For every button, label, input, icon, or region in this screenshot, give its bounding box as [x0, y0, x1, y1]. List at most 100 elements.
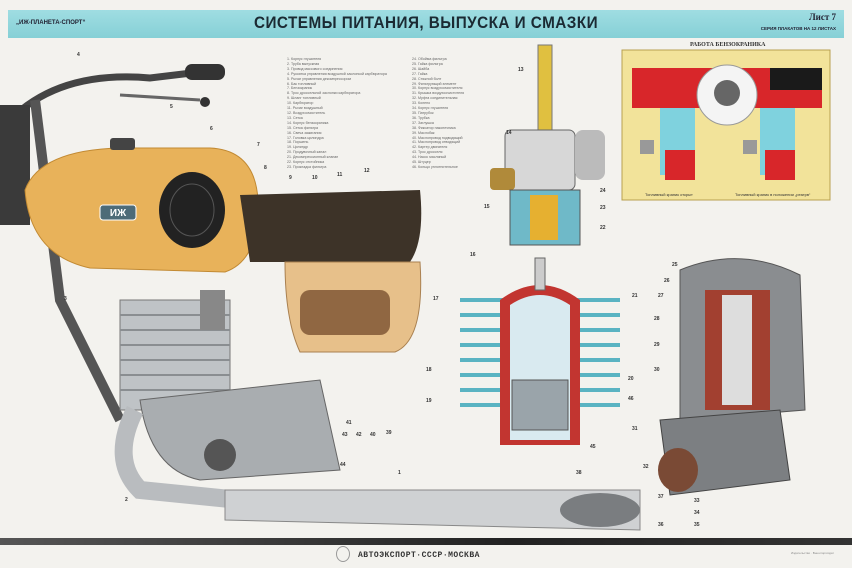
headlight [0, 105, 30, 225]
legend-item: 41. Маслопровод отводящий [412, 140, 461, 145]
callout: 40 [370, 432, 376, 438]
legend-item: 26. Шайба [412, 66, 430, 71]
publisher-logo-icon [336, 546, 350, 562]
callout: 26 [664, 278, 670, 284]
exhaust [114, 405, 641, 531]
callout: 6 [210, 126, 213, 132]
model-name: „ИЖ-ПЛАНЕТА-СПОРТ“ [16, 20, 86, 26]
legend-item: 33. Колено [412, 101, 431, 106]
legend-item: 32. Муфта соединительная [412, 96, 458, 101]
callout: 7 [257, 142, 260, 148]
legend-item: 5. Рычаг управления декомпрессором [287, 76, 351, 81]
callout: 34 [694, 510, 700, 516]
legend-item: 36. Трубка [412, 115, 430, 120]
callout: 36 [658, 522, 664, 528]
callout: 20 [628, 376, 634, 382]
caption-reserve: Топливный краник в положении „резерв“ [735, 192, 811, 197]
bottom-bar [0, 538, 852, 545]
legend-item: 9. Шланг топливный [287, 96, 321, 101]
legend-item: 42. Картер двигателя [412, 145, 448, 150]
legend-item: 39. Маслобак [412, 130, 435, 135]
callout: 42 [356, 432, 362, 438]
legend-item: 30. Корпус воздухоочистителя [412, 86, 463, 91]
callout: 30 [654, 367, 660, 373]
grip [185, 64, 225, 80]
tank-badge: ИЖ [110, 208, 127, 219]
sheet-number: Лист 7 [808, 12, 836, 22]
legend-item: 2. Труба выпускная [287, 61, 320, 66]
callout: 33 [694, 498, 700, 504]
callout: 12 [364, 168, 370, 174]
callout: 8 [264, 165, 267, 171]
publisher: АВТОЭКСПОРТ·СССР·МОСКВА [358, 551, 480, 560]
legend-item: 22. Корпус отстойника [287, 160, 325, 165]
seat [240, 190, 422, 262]
caption-open: Топливный краник открыт [645, 192, 693, 197]
callout: 39 [386, 430, 392, 436]
legend-item: 12. Воздухоочиститель [287, 110, 326, 115]
legend-item: 35. Патрубок [412, 110, 434, 115]
callout: 43 [342, 432, 348, 438]
callout: 29 [654, 342, 660, 348]
callout: 13 [518, 67, 524, 73]
legend-item: 10. Карбюратор [287, 101, 314, 106]
callout: 18 [426, 367, 432, 373]
callout: 44 [340, 462, 346, 468]
legend-item: 46. Кольцо уплотнительное [412, 164, 458, 169]
callout: 15 [484, 204, 490, 210]
legend-item: 6. Бак топливный [287, 81, 317, 86]
legend-item: 4. Рукоятка управления воздушной заслонк… [287, 71, 387, 76]
fuel-tap-panel [621, 49, 831, 201]
callout: 38 [576, 470, 582, 476]
spark-plug [534, 257, 546, 291]
callout: 35 [694, 522, 700, 528]
legend-item: 34. Корпус глушителя [412, 106, 449, 111]
callout: 9 [289, 175, 292, 181]
legend-item: 21. Декомпрессионный клапан [287, 155, 339, 160]
callout: 4 [77, 52, 80, 58]
legend-item: 43. Трос дросселя [412, 150, 443, 155]
callout: 27 [658, 293, 664, 299]
legend-item: 27. Гайка [412, 71, 428, 76]
handlebar [0, 64, 225, 423]
series-note: СЕРИЯ ПЛАКАТОВ НА 12 ЛИСТАХ [760, 26, 836, 31]
cylinder-section [460, 257, 620, 445]
callout: 10 [312, 175, 318, 181]
imprint: Издательство · Внешторгиздат [790, 551, 834, 555]
callout: 16 [470, 252, 476, 258]
air-filter [658, 258, 806, 496]
legend-item: 24. Обойма фильтра [412, 57, 447, 61]
callout: 31 [632, 426, 638, 432]
callout: 22 [600, 225, 606, 231]
callout: 24 [600, 188, 606, 194]
legend-item: 11. Рычаг воздушный [287, 106, 323, 111]
legend-item: 18. Поршень [287, 140, 309, 145]
legend-item: 7. Бензокраник [287, 86, 313, 91]
callout: 23 [600, 205, 606, 211]
callout: 21 [632, 293, 638, 299]
callout: 17 [433, 296, 439, 302]
callout: 46 [628, 396, 634, 402]
poster-title: СИСТЕМЫ ПИТАНИЯ, ВЫПУСКА И СМАЗКИ [253, 13, 599, 32]
callout: 1 [398, 470, 401, 476]
callout: 11 [337, 172, 343, 178]
legend-item: 29. Фильтрующий элемент [412, 81, 457, 86]
legend-item: 44. Насос масляный [412, 155, 447, 160]
callout: 45 [590, 444, 596, 450]
title-banner: „ИЖ-ПЛАНЕТА-СПОРТ“ СИСТЕМЫ ПИТАНИЯ, ВЫПУ… [8, 10, 844, 38]
legend-item: 15. Сетка фильтра [287, 125, 319, 130]
legend-item: 14. Корпус бензокраника [287, 120, 329, 125]
callout: 25 [672, 262, 678, 268]
callout: 41 [346, 420, 352, 426]
callout: 37 [658, 494, 664, 500]
legend-item: 16. Свеча зажигания [287, 130, 322, 135]
legend-item: 19. Цилиндр [287, 145, 308, 150]
legend-item: 37. Заглушка [412, 120, 434, 125]
legend-item: 20. Продувочный канал [287, 150, 327, 155]
legend-item: 17. Головка цилиндра [287, 135, 324, 140]
callout: 2 [125, 497, 128, 503]
legend-item: 31. Крышка воздухоочистителя [412, 91, 465, 96]
legend-item: 3. Провод массового соединения [287, 66, 343, 71]
